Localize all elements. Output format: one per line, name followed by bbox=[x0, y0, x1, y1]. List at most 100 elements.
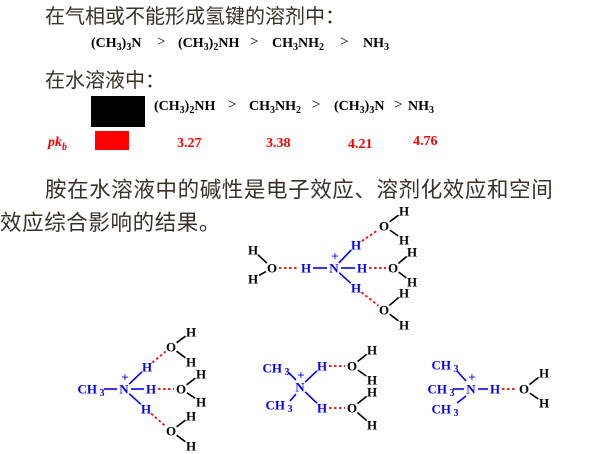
bond bbox=[456, 370, 467, 382]
water-hydrogen: H bbox=[407, 245, 417, 260]
formula-trimethylamine: (CH3)3N bbox=[91, 36, 142, 53]
bond bbox=[257, 254, 268, 264]
oxygen-atom: O bbox=[166, 424, 176, 439]
oxygen-atom: O bbox=[519, 382, 529, 397]
methyl-group: CH 3 bbox=[266, 398, 293, 415]
pkb-value-ammonia: 4.76 bbox=[413, 134, 438, 149]
hydrogen-bond bbox=[151, 350, 167, 364]
oxygen-atom: O bbox=[267, 261, 277, 276]
water-hydrogen: H bbox=[367, 418, 377, 433]
bond bbox=[388, 296, 400, 307]
water-hydrogen: H bbox=[399, 204, 409, 219]
formula-methylamine: CH3NH2 bbox=[272, 36, 324, 53]
methyl-group: CH 3 bbox=[432, 358, 459, 375]
bond bbox=[356, 395, 368, 405]
oxygen-atom: O bbox=[347, 401, 357, 416]
greater-than: > bbox=[394, 97, 403, 113]
bond bbox=[357, 369, 367, 377]
nitrogen-atom: N bbox=[295, 380, 305, 395]
formula-trimethylamine: (CH3)3N bbox=[334, 99, 385, 116]
bond bbox=[338, 272, 352, 284]
hydrogen-atom: H bbox=[351, 281, 361, 296]
positive-charge: + bbox=[297, 368, 304, 383]
water-hydrogen: H bbox=[399, 233, 409, 248]
bond bbox=[338, 249, 352, 264]
pkb-label: pkb bbox=[48, 135, 67, 153]
paragraph-line-2: 效应综合影响的结果。 bbox=[0, 211, 222, 236]
hydrogen-bond bbox=[361, 229, 379, 242]
methyl-group: CH 3 bbox=[432, 402, 459, 419]
heading-gas-phase: 在气相或不能形成氢键的溶剂中： bbox=[45, 4, 345, 28]
water-hydrogen: H bbox=[196, 367, 206, 382]
oxygen-atom: O bbox=[347, 359, 357, 374]
oxygen-atom: O bbox=[176, 382, 186, 397]
water-hydrogen: H bbox=[539, 366, 549, 381]
formula-ammonia: NH3 bbox=[408, 99, 434, 116]
hydrogen-bond bbox=[150, 412, 167, 428]
bond bbox=[176, 350, 186, 359]
oxygen-atom: O bbox=[166, 340, 176, 355]
water-hydrogen: H bbox=[248, 243, 258, 258]
water-hydrogen: H bbox=[407, 275, 417, 290]
hydrogen-atom: H bbox=[146, 382, 156, 397]
pkb-value-methylamine: 3.38 bbox=[266, 136, 291, 151]
bond bbox=[304, 391, 318, 404]
bond bbox=[186, 377, 196, 386]
greater-than: > bbox=[157, 34, 166, 50]
red-box bbox=[95, 131, 129, 150]
bond bbox=[389, 214, 399, 223]
greater-than: > bbox=[340, 34, 349, 50]
water-hydrogen: H bbox=[186, 325, 196, 340]
heading-aqueous: 在水溶液中： bbox=[45, 68, 165, 92]
bond bbox=[528, 376, 540, 386]
bond bbox=[186, 392, 196, 399]
bond bbox=[304, 370, 318, 383]
water-hydrogen: H bbox=[186, 439, 196, 454]
water-hydrogen: H bbox=[539, 396, 549, 411]
greater-than: > bbox=[250, 34, 259, 50]
positive-charge: + bbox=[468, 370, 475, 385]
bond bbox=[389, 229, 399, 237]
greater-than: > bbox=[228, 97, 237, 113]
water-hydrogen: H bbox=[186, 409, 196, 424]
nitrogen-atom: N bbox=[329, 261, 339, 276]
water-hydrogen: H bbox=[399, 286, 409, 301]
hydrogen-atom: H bbox=[317, 401, 327, 416]
hydrogen-atom: H bbox=[351, 238, 361, 253]
hydrogen-bond bbox=[360, 291, 380, 307]
bond bbox=[397, 255, 408, 265]
water-hydrogen: H bbox=[367, 385, 377, 400]
water-hydrogen: H bbox=[186, 355, 196, 370]
water-hydrogen: H bbox=[367, 373, 377, 388]
water-hydrogen: H bbox=[399, 318, 409, 333]
formula-ammonia: NH3 bbox=[363, 36, 389, 53]
hydrogen-atom: H bbox=[301, 261, 311, 276]
hydrogen-atom: H bbox=[357, 261, 367, 276]
positive-charge: + bbox=[121, 370, 128, 385]
hydrogen-atom: H bbox=[141, 402, 151, 417]
methyl-group: CH 3 bbox=[78, 382, 105, 399]
formula-methylamine: CH3NH2 bbox=[249, 99, 301, 116]
hydrogen-atom: H bbox=[490, 382, 500, 397]
paragraph-line-1: 胺在水溶液中的碱性是电子效应、溶剂化效应和空间 bbox=[45, 178, 554, 203]
pkb-value-dimethylamine: 3.27 bbox=[177, 136, 202, 151]
bond bbox=[389, 313, 399, 322]
hydrogen-atom: H bbox=[142, 360, 152, 375]
bond bbox=[287, 371, 297, 381]
bond bbox=[529, 392, 539, 400]
bond bbox=[128, 393, 142, 405]
greater-than: > bbox=[312, 97, 321, 113]
oxygen-atom: O bbox=[379, 303, 389, 318]
positive-charge: + bbox=[331, 249, 338, 264]
pkb-value-trimethylamine: 4.21 bbox=[348, 137, 373, 152]
bond bbox=[456, 395, 467, 404]
bond bbox=[356, 411, 368, 422]
methyl-group: CH 3 bbox=[263, 361, 290, 378]
bond bbox=[258, 270, 267, 277]
oxygen-atom: O bbox=[379, 219, 389, 234]
bond bbox=[176, 419, 186, 428]
bond bbox=[398, 271, 407, 279]
formula-dimethylamine: (CH3)2NH bbox=[178, 36, 240, 53]
black-box bbox=[91, 96, 145, 127]
